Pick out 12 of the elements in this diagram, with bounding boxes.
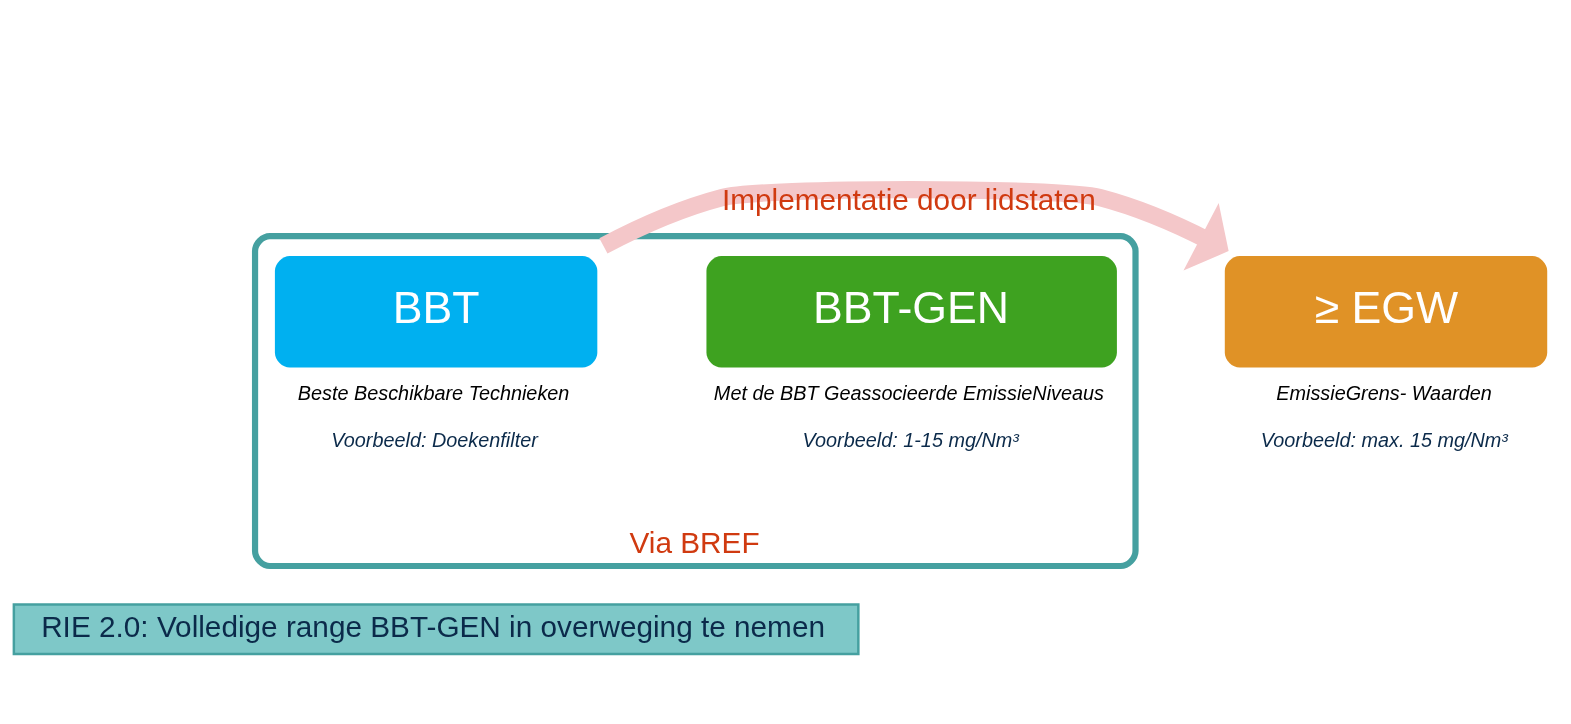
node-box: BBT [274, 255, 598, 368]
node-box: ≥ EGW [1224, 255, 1548, 368]
edge-label: Implementatie door lidstaten [721, 183, 1096, 217]
node-label: Beste Beschikbare Technieken [297, 381, 570, 404]
node-label: Voorbeeld: 1-15 mg/Nm³ [802, 428, 1019, 451]
node-box: RIE 2.0: Volledige range BBT-GEN in overweging te nemen [12, 603, 860, 656]
node-label: Met de BBT Geassocieerde EmissieNiveaus [713, 381, 1105, 404]
node-label: EmissieGrens- Waarden [1276, 381, 1492, 404]
node-label: Voorbeeld: Doekenfilter [331, 428, 538, 451]
arrow [599, 181, 1229, 271]
node-label: Voorbeeld: max. 15 mg/Nm³ [1260, 428, 1508, 451]
node-box: BBT-GEN [706, 255, 1117, 368]
